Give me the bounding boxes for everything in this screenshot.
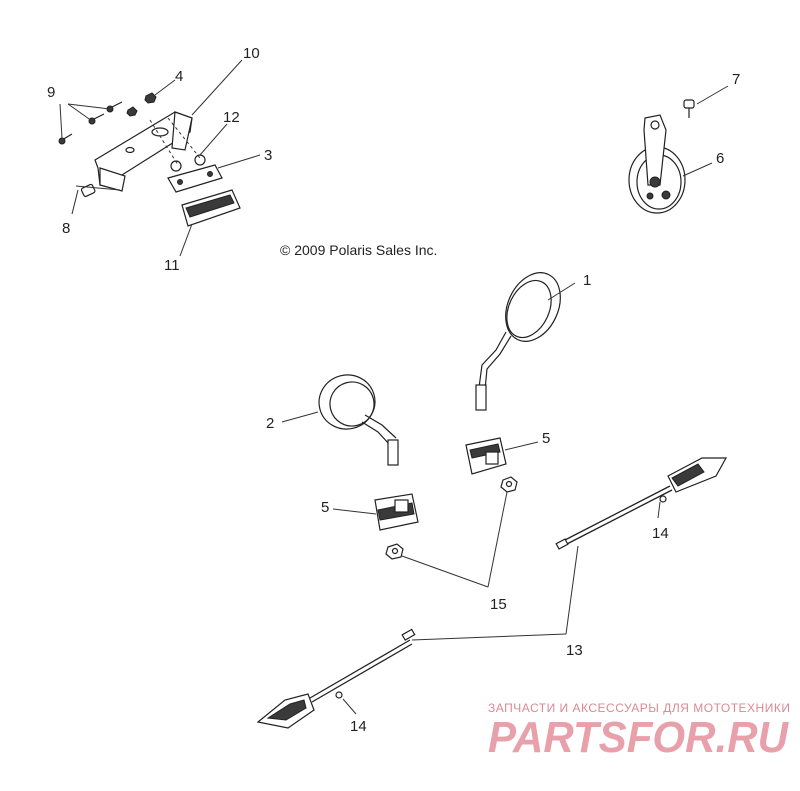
callout-5a: 5 [542, 430, 550, 447]
copyright-text: © 2009 Polaris Sales Inc. [280, 242, 437, 258]
spacer-8 [80, 183, 96, 198]
callout-10: 10 [243, 45, 260, 62]
callout-1: 1 [583, 272, 591, 289]
callout-5b: 5 [321, 499, 329, 516]
watermark: ЗАПЧАСТИ И АКСЕССУАРЫ ДЛЯ МОТОТЕХНИКИ PA… [488, 701, 790, 762]
screw-14a [659, 495, 667, 503]
callout-2: 2 [266, 415, 274, 432]
horn-bracket [643, 114, 667, 186]
watermark-logo: PARTSFOR.RU [488, 713, 789, 762]
license-bracket-assembly [58, 92, 241, 227]
bolt-7 [683, 99, 695, 118]
callout-8: 8 [62, 220, 70, 237]
mirror-1 [475, 272, 561, 411]
screw-9b [88, 113, 105, 125]
callout-numbers: 1 2 3 4 5 5 6 7 8 9 10 11 12 13 14 14 15 [47, 45, 740, 735]
screw-14b [335, 691, 343, 699]
callout-15: 15 [490, 596, 507, 613]
mirror-2 [318, 374, 399, 466]
turn-signal-left [256, 628, 416, 729]
nut-4 [144, 92, 157, 104]
callout-7: 7 [732, 71, 740, 88]
turn-signal-right [555, 457, 728, 550]
leader-lines [59, 59, 729, 715]
clamp-5b [374, 493, 419, 531]
callout-4: 4 [175, 68, 183, 85]
callout-14a: 14 [652, 525, 669, 542]
callout-9: 9 [47, 84, 55, 101]
callout-12: 12 [223, 109, 240, 126]
callout-14b: 14 [350, 718, 367, 735]
clamp-5a [465, 437, 507, 475]
callout-3: 3 [264, 147, 272, 164]
watermark-tagline: ЗАПЧАСТИ И АКСЕССУАРЫ ДЛЯ МОТОТЕХНИКИ [488, 701, 790, 715]
screw-9a [58, 133, 73, 145]
screw-9c [106, 101, 123, 113]
callout-6: 6 [716, 150, 724, 167]
horn-assembly [628, 99, 695, 214]
spacer-12b [194, 154, 206, 166]
callout-11: 11 [164, 257, 180, 274]
callout-13: 13 [566, 642, 583, 659]
